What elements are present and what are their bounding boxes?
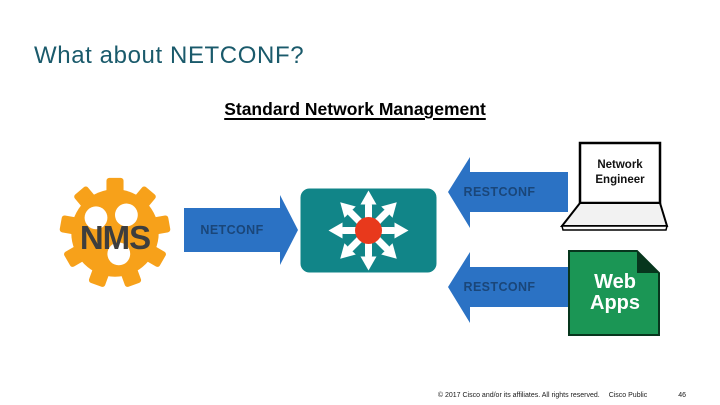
document-icon [568, 250, 660, 336]
gear-icon [59, 177, 171, 287]
network-engineer-label: Network Engineer [580, 143, 660, 203]
right-arrow-icon [184, 195, 298, 265]
restconf-bottom-label: RESTCONF [463, 280, 536, 294]
netconf-label: NETCONF [200, 223, 264, 237]
laptop-icon [559, 141, 669, 231]
page-title: What about NETCONF? [34, 42, 305, 69]
nms-label: NMS [79, 219, 151, 256]
section-heading: Standard Network Management [224, 99, 486, 119]
copyright-text: © 2017 Cisco and/or its affiliates. All … [437, 392, 600, 399]
classification-text: Cisco Public [608, 392, 648, 399]
left-arrow-icon [448, 157, 568, 228]
web-apps-label: Web Apps [568, 272, 662, 314]
web-apps-line2: Apps [590, 292, 640, 314]
network-device-icon [300, 188, 437, 273]
network-engineer-line1: Network [597, 159, 643, 171]
web-apps-line1: Web [594, 271, 636, 293]
page-number: 46 [678, 392, 686, 399]
restconf-top-label: RESTCONF [463, 185, 536, 199]
footer: © 2017 Cisco and/or its affiliates. All … [438, 392, 686, 399]
left-arrow-icon [448, 252, 568, 323]
network-engineer-line2: Engineer [595, 174, 645, 186]
